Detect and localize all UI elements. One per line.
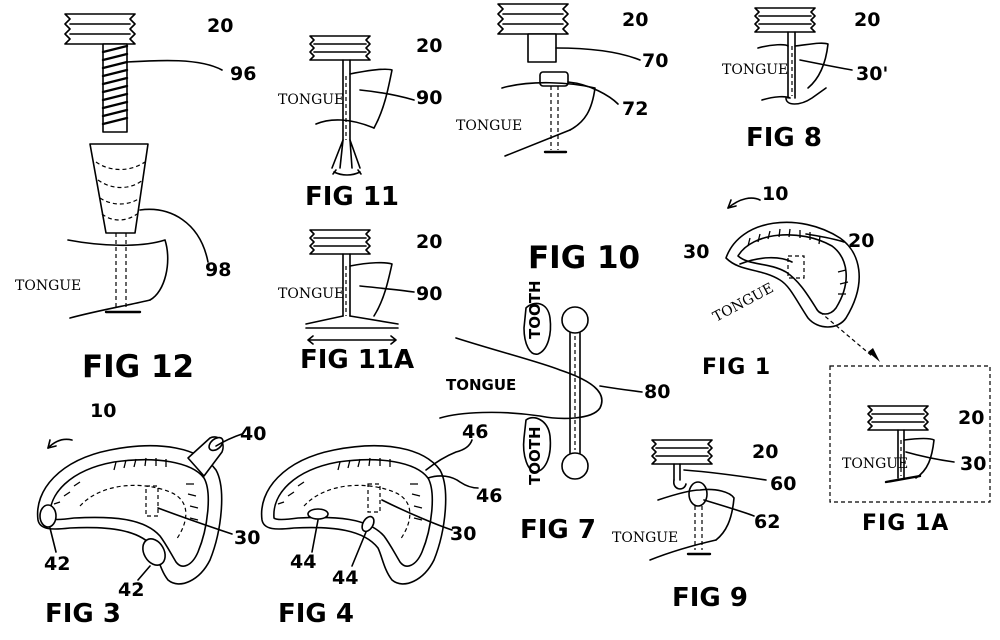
fig12-ref-96: 96	[230, 63, 256, 85]
fig11-caption: FIG 11	[305, 182, 399, 212]
fig11-tongue-label: TONGUE	[278, 92, 344, 108]
fig1a-caption: FIG 1A	[862, 511, 949, 536]
fig3-ref-42a: 42	[44, 553, 70, 575]
fig10-ref-20: 20	[622, 9, 648, 31]
fig3-ref-10: 10	[90, 400, 116, 422]
fig7-caption: FIG 7	[520, 515, 596, 545]
fig7-ball-top	[562, 307, 588, 333]
fig10-caption: FIG 10	[528, 240, 640, 276]
fig10-ref-70: 70	[642, 50, 668, 72]
fig3-ref-40: 40	[240, 423, 266, 445]
fig12-ref-20: 20	[207, 15, 233, 37]
fig4-ref-44a: 44	[290, 551, 316, 573]
fig11a-upper-teeth	[310, 230, 370, 254]
fig1-ref-30: 30	[683, 241, 709, 263]
fig1-detail-arrowhead	[868, 348, 880, 362]
fig4-ref-30: 30	[450, 523, 476, 545]
fig12-upper-teeth	[65, 14, 135, 44]
fig1-tongue-label: TONGUE	[710, 280, 776, 325]
fig1-ref-10: 10	[762, 183, 788, 205]
fig7-tooth-bottom-label: TOOTH	[526, 426, 544, 485]
fig1a-tongue-label: TONGUE	[842, 456, 908, 472]
fig12-drawing	[65, 14, 222, 318]
fig4-line-46a	[426, 440, 472, 470]
fig4-caption: FIG 4	[278, 599, 354, 629]
fig12-caption: FIG 12	[82, 349, 194, 385]
fig9-tongue-label: TONGUE	[612, 530, 678, 546]
fig8-ref-20: 20	[854, 9, 880, 31]
fig10-tongue-label: TONGUE	[456, 118, 522, 134]
fig1a-ref-30: 30	[960, 453, 986, 475]
fig9-bulb-62	[689, 482, 707, 506]
fig8-upper-teeth	[755, 8, 815, 32]
fig9-upper-teeth	[652, 440, 712, 464]
fig11-ref-90: 90	[416, 87, 442, 109]
fig12-tongue-label: TONGUE	[15, 278, 81, 294]
fig12-ref-98: 98	[205, 259, 231, 281]
fig7-ball-bottom	[562, 453, 588, 479]
fig7-tooth-top-label: TOOTH	[526, 280, 544, 339]
fig4-hole-44a	[308, 509, 328, 519]
fig9-ref-60: 60	[770, 473, 796, 495]
fig12-threaded-cone	[90, 144, 148, 233]
fig8-caption: FIG 8	[746, 123, 822, 153]
fig3-port-42a	[40, 505, 56, 527]
fig11a-caption: FIG 11A	[300, 345, 414, 375]
fig3-ref-30: 30	[234, 527, 260, 549]
fig1-ref-20: 20	[848, 230, 874, 252]
fig11-upper-teeth	[310, 36, 370, 60]
fig9-ref-62: 62	[754, 511, 780, 533]
fig7-tongue-label: TONGUE	[446, 376, 516, 394]
fig1a-upper-teeth	[868, 406, 928, 430]
fig9-caption: FIG 9	[672, 583, 748, 613]
fig1-mouthpiece	[726, 222, 859, 327]
fig1-caption: FIG 1	[702, 355, 771, 380]
fig1a-ref-20: 20	[958, 407, 984, 429]
fig10-upper-teeth	[498, 4, 568, 34]
fig4-ref-46b: 46	[476, 485, 502, 507]
fig4-ref-44b: 44	[332, 567, 358, 589]
fig4-ref-46a: 46	[462, 421, 488, 443]
fig9-ref-20: 20	[752, 441, 778, 463]
fig11-ref-20: 20	[416, 35, 442, 57]
fig8-ref-30p: 30'	[856, 63, 888, 85]
fig10-ref-72: 72	[622, 98, 648, 120]
fig11a-ref-90: 90	[416, 283, 442, 305]
fig11a-ref-20: 20	[416, 231, 442, 253]
fig10-mount-70	[528, 34, 556, 62]
fig11a-tongue-label: TONGUE	[278, 286, 344, 302]
fig8-tongue-label: TONGUE	[722, 62, 788, 78]
fig1a-detail-box	[830, 366, 990, 502]
fig3-ref-42b: 42	[118, 579, 144, 601]
fig8-drawing	[755, 8, 852, 104]
fig3-caption: FIG 3	[45, 599, 121, 629]
fig7-ref-80: 80	[644, 381, 670, 403]
